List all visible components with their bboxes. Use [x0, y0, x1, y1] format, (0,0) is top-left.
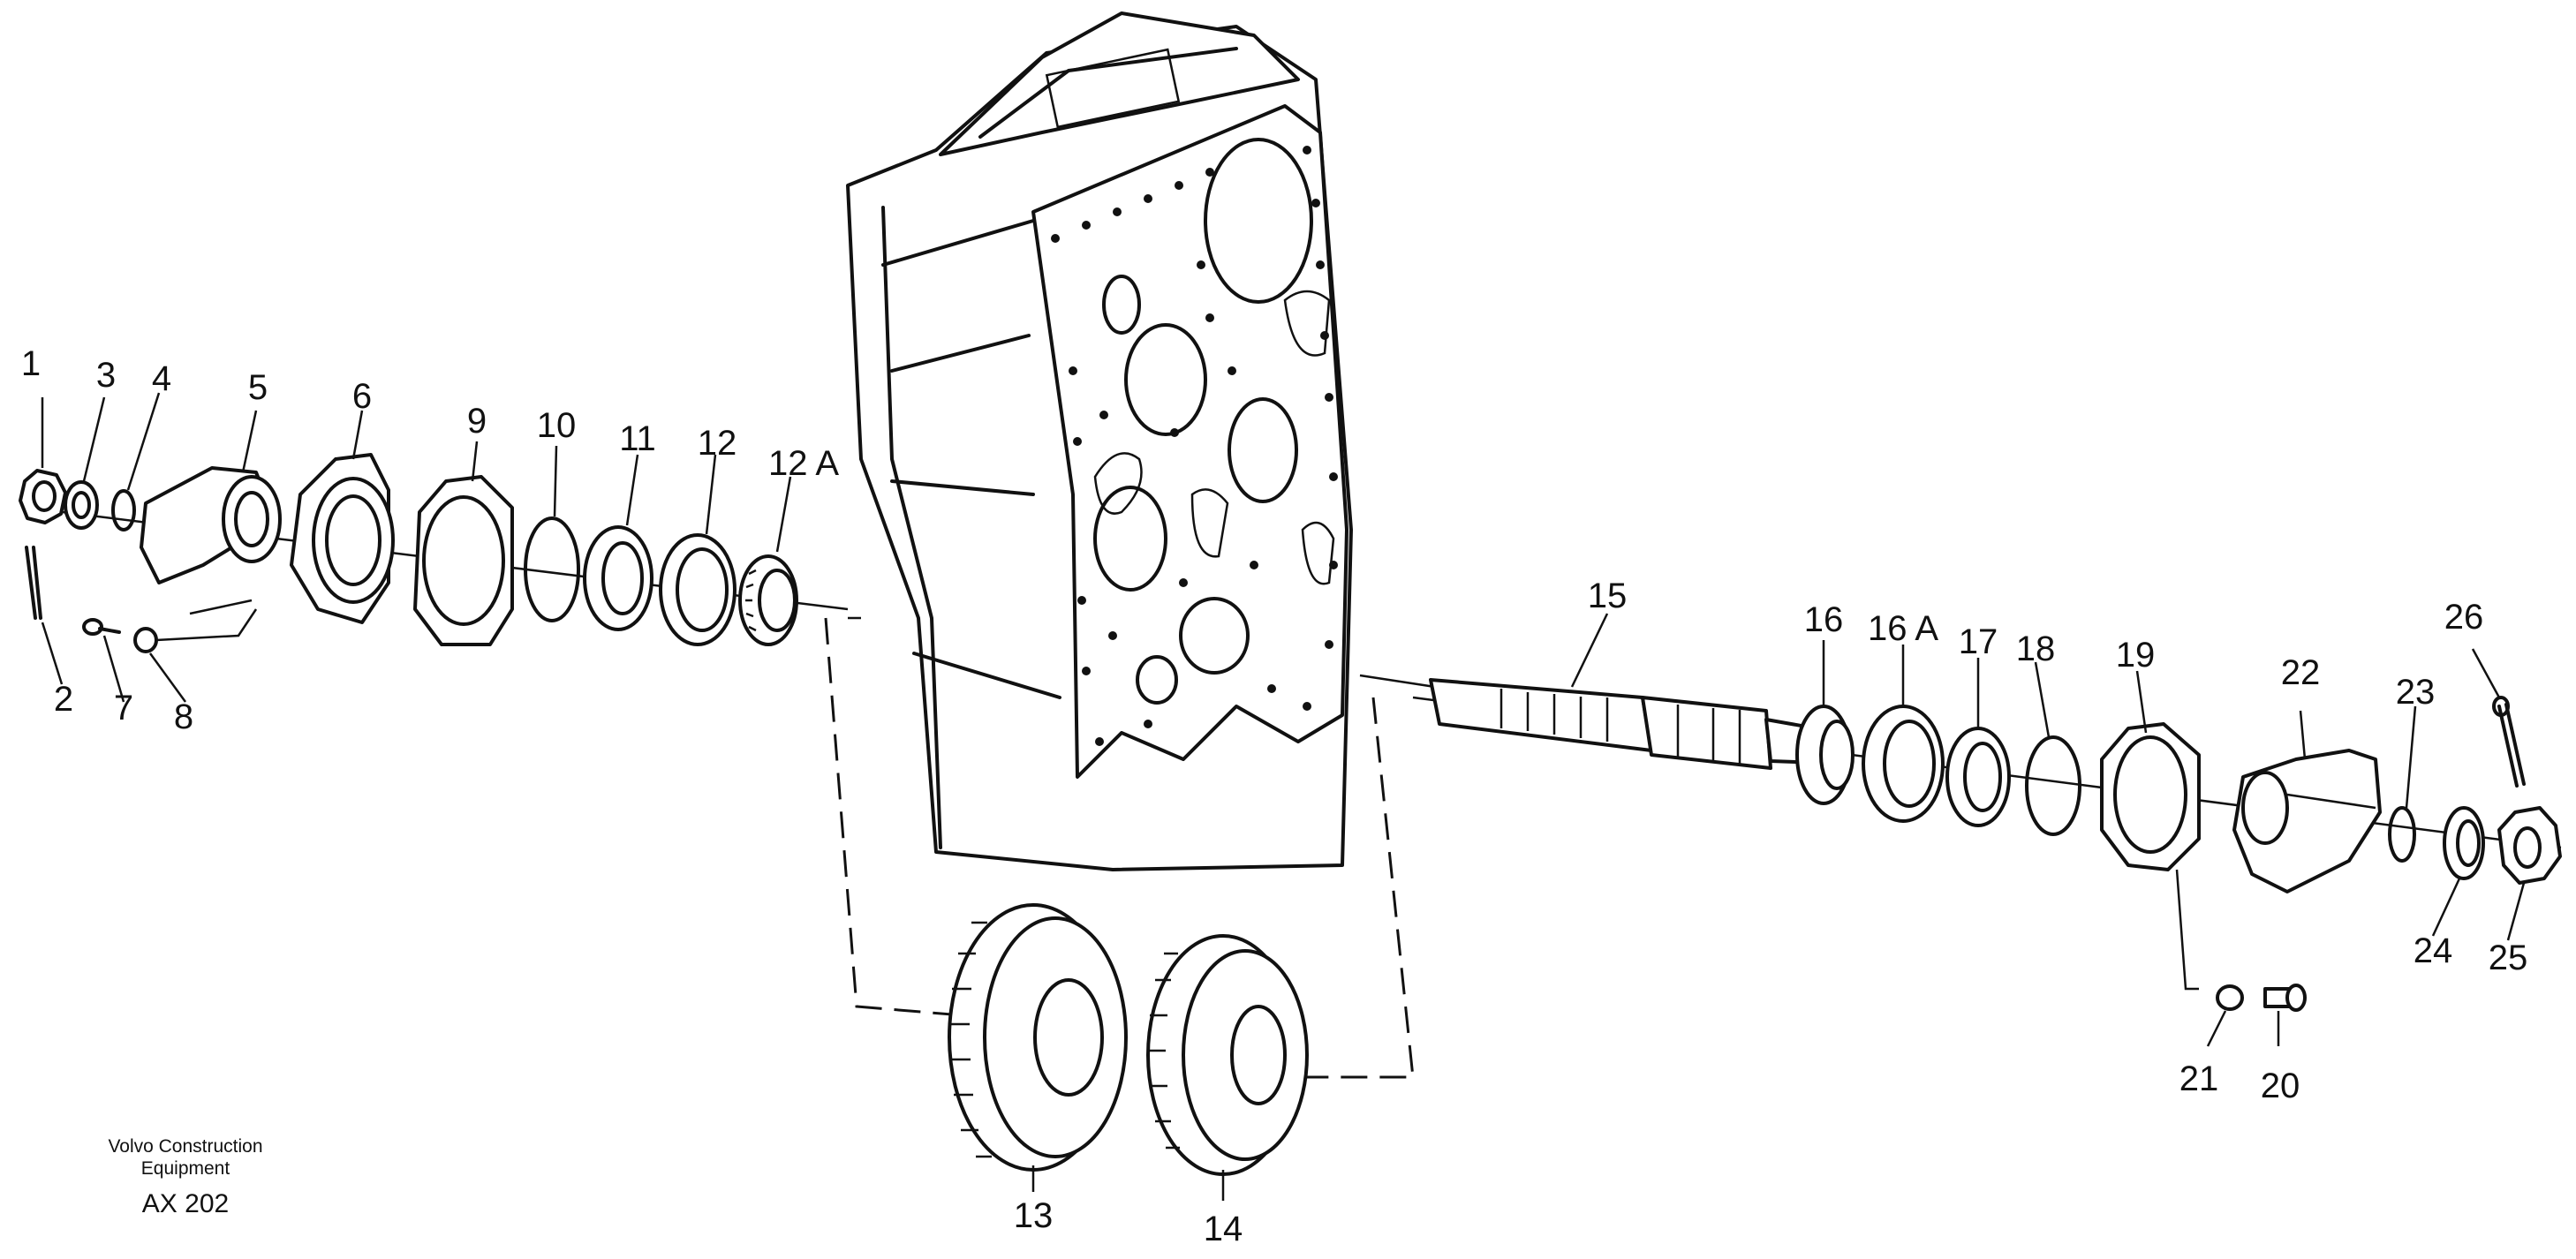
part-10-o-ring — [524, 516, 580, 622]
callout-15: 15 — [1588, 577, 1628, 615]
part-16a-bearing-race — [1862, 705, 1945, 823]
part-11-seal — [583, 525, 653, 631]
callout-12: 12 — [698, 424, 737, 463]
callout-22: 22 — [2281, 653, 2321, 692]
part-15-output-shaft — [1429, 678, 1843, 770]
part-1-castle-nut — [19, 469, 67, 524]
part-12-bearing-race — [659, 533, 737, 646]
part-7-bolt — [82, 618, 121, 636]
callout-12a: 12 A — [768, 444, 839, 483]
part-12a-taper-bearing — [738, 554, 798, 646]
part-6-bearing-cover — [290, 453, 395, 624]
callout-7: 7 — [114, 689, 133, 728]
callout-16a: 16 A — [1868, 609, 1938, 648]
part-17-seal — [1945, 727, 2011, 827]
callout-11: 11 — [619, 419, 656, 458]
callout-13: 13 — [1014, 1196, 1054, 1235]
callout-10: 10 — [537, 406, 577, 445]
part-16-taper-bearing — [1795, 705, 1855, 805]
callout-6: 6 — [352, 377, 372, 416]
callout-20: 20 — [2261, 1067, 2300, 1105]
part-4-o-ring — [111, 489, 136, 531]
part-19-bearing-cover — [2100, 722, 2201, 991]
callout-24: 24 — [2414, 931, 2453, 970]
callout-14: 14 — [1204, 1210, 1243, 1248]
callout-25: 25 — [2489, 939, 2528, 977]
part-22-companion-flange — [2232, 749, 2382, 893]
part-26-cotter-pin — [2492, 696, 2526, 788]
part-24-washer — [2443, 806, 2485, 880]
credit-block: Volvo Construction Equipment AX 202 — [108, 1136, 262, 1218]
assembly-leaders — [824, 617, 1415, 1079]
part-8-nut — [133, 608, 258, 653]
callout-3: 3 — [96, 356, 116, 395]
part-20-bolt — [2263, 984, 2307, 1012]
part-2-cotter-pin — [25, 546, 42, 620]
credit-company: Volvo Construction — [108, 1136, 262, 1157]
part-9-gasket — [413, 475, 514, 646]
callout-18: 18 — [2016, 630, 2056, 668]
callout-2: 2 — [54, 680, 73, 719]
bolt-holes — [1051, 146, 1338, 746]
part-5-companion-flange — [140, 466, 282, 584]
credit-company-line2: Equipment — [141, 1158, 230, 1179]
gearbox-housing — [846, 11, 1353, 871]
part-18-o-ring — [2025, 735, 2081, 836]
callout-labels: 1 2 3 4 5 6 7 8 9 10 11 12 12 A 13 14 15… — [21, 344, 2527, 1248]
callout-23: 23 — [2396, 673, 2436, 712]
part-23-o-ring — [2388, 806, 2416, 863]
drawing-code: AX 202 — [142, 1189, 229, 1218]
part-14-gear — [1146, 934, 1309, 1176]
callout-8: 8 — [174, 697, 193, 736]
callout-5: 5 — [248, 368, 268, 407]
part-21-nut — [2216, 984, 2244, 1011]
callout-4: 4 — [152, 359, 171, 398]
callout-21: 21 — [2179, 1059, 2219, 1098]
callout-1: 1 — [21, 344, 41, 383]
callout-26: 26 — [2444, 598, 2484, 637]
callout-16: 16 — [1804, 600, 1844, 639]
part-25-castle-nut — [2497, 806, 2562, 885]
callout-19: 19 — [2116, 636, 2156, 675]
callout-9: 9 — [467, 402, 487, 441]
part-13-gear — [948, 903, 1128, 1172]
part-3-washer — [64, 480, 99, 530]
label-leaders — [41, 392, 2526, 1201]
callout-17: 17 — [1959, 622, 1998, 661]
